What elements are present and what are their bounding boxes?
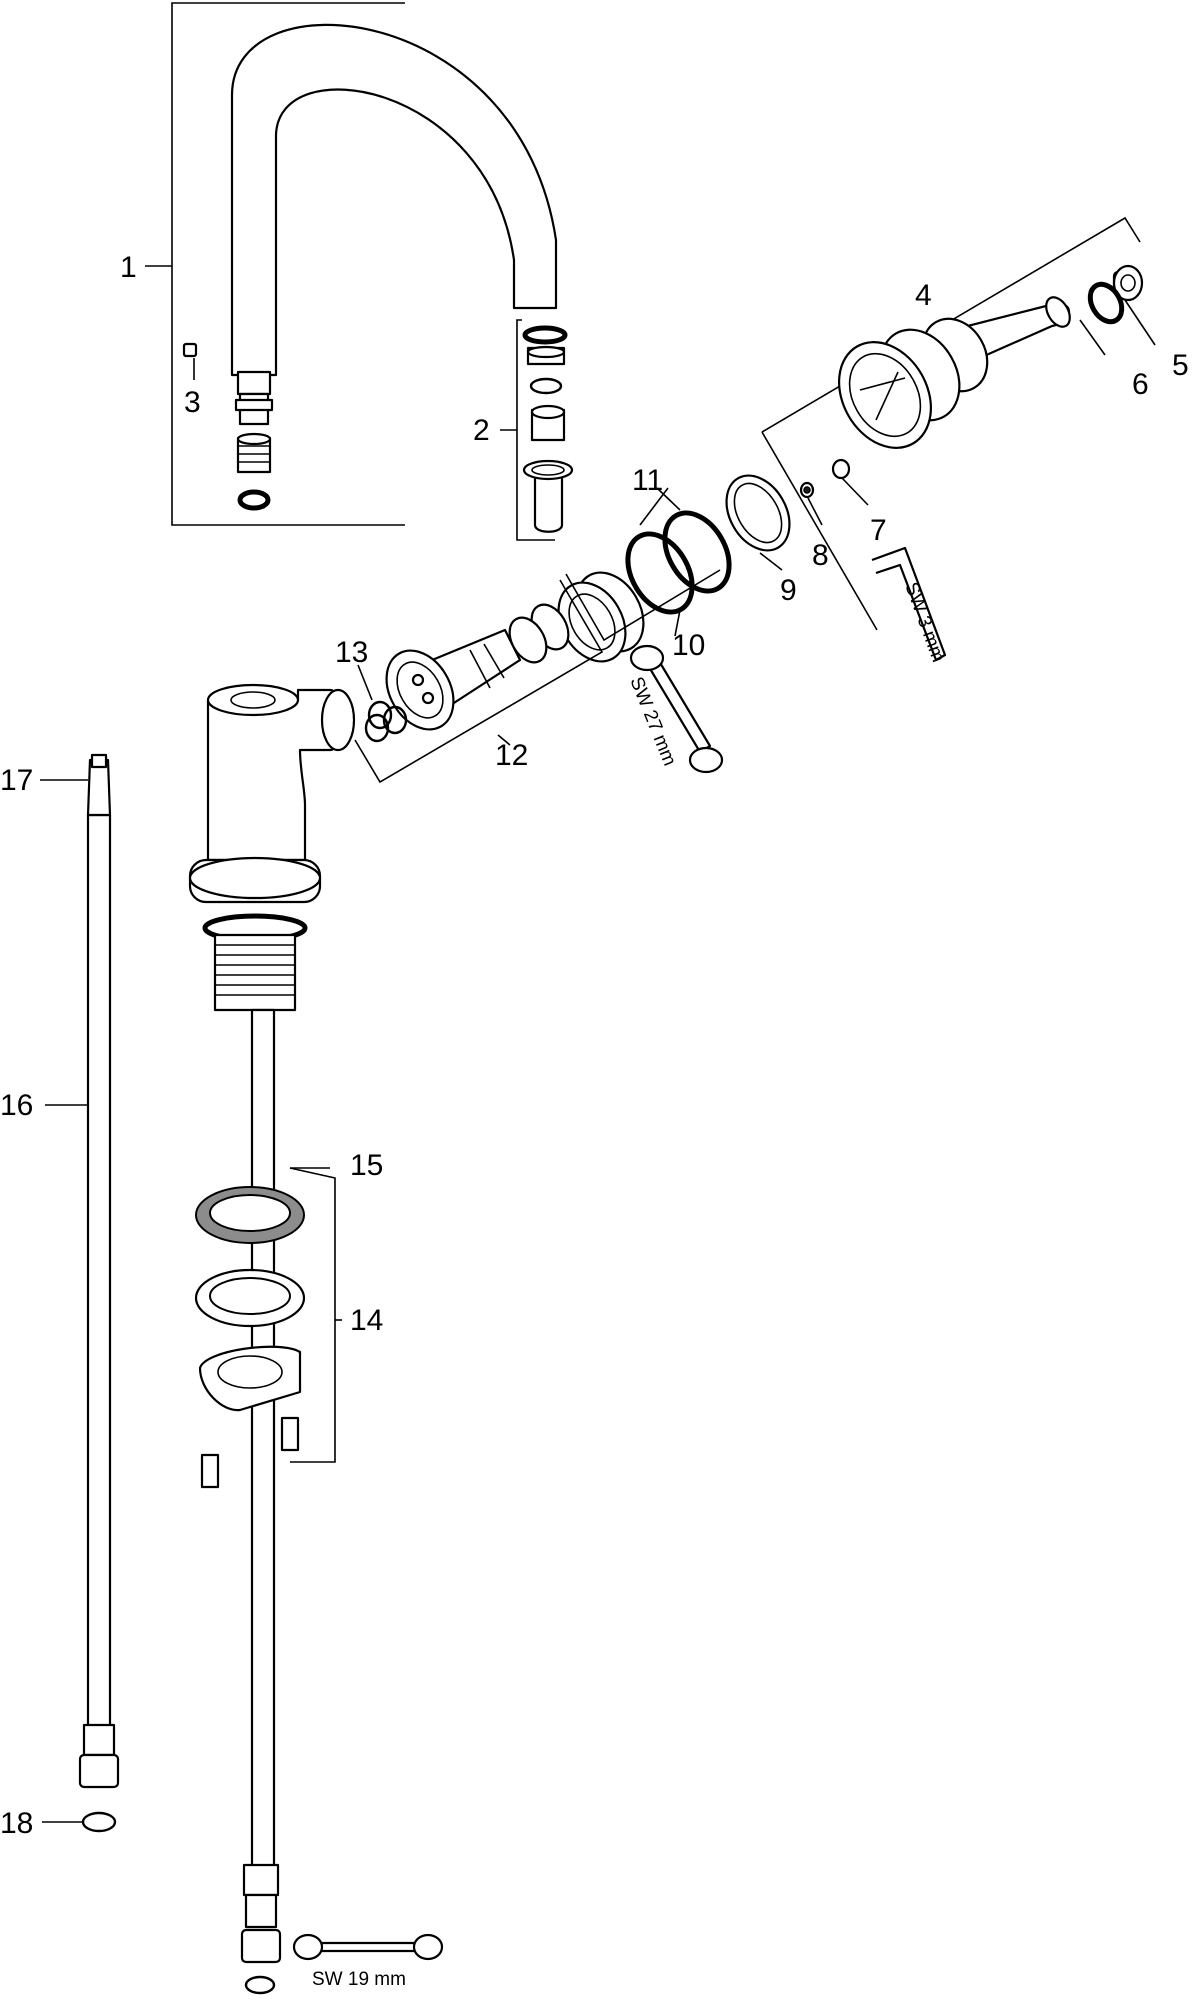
callout-15: 15	[350, 1149, 383, 1182]
group-bracket-12	[354, 579, 604, 784]
callout-11: 11	[632, 464, 663, 497]
callout-3: 3	[184, 386, 201, 419]
tool-label-spanner-19: SW 19 mm	[312, 1969, 406, 1990]
tool-label-hex-key: SW 3 mm	[900, 580, 948, 666]
part-4-handle	[761, 216, 1144, 631]
tool-spanner-27: SW 27 mm	[625, 644, 724, 774]
callout-5: 5	[1172, 349, 1189, 382]
callout-18: 18	[0, 1807, 33, 1840]
part-1-spout	[171, 2, 558, 526]
callout-labels: 1 2 3 4 5 6 7 8 9 10 11 12 13 14 15 16 1…	[0, 251, 1189, 1840]
callout-1: 1	[120, 251, 137, 284]
tool-spanner-19: SW 19 mm	[292, 1933, 444, 1990]
callout-12: 12	[495, 739, 528, 772]
callout-17: 17	[0, 764, 33, 797]
part-mixer-body	[188, 683, 356, 1012]
callout-14: 14	[350, 1304, 383, 1337]
callout-9: 9	[780, 574, 797, 607]
tool-hex-key: SW 3 mm	[871, 546, 949, 666]
callout-7: 7	[870, 514, 887, 547]
callout-6: 6	[1132, 368, 1149, 401]
group-bracket-10	[565, 569, 721, 642]
part-12-13-cartridge	[354, 579, 604, 784]
callout-4: 4	[915, 279, 932, 312]
callout-8: 8	[812, 539, 829, 572]
callout-2: 2	[473, 414, 490, 447]
callout-13: 13	[335, 636, 368, 669]
callout-10: 10	[672, 629, 705, 662]
callout-16: 16	[0, 1089, 33, 1122]
part-9-10-11-retaining	[557, 474, 791, 663]
leader-lines	[40, 265, 1156, 1823]
part-2-aerator	[516, 319, 574, 541]
group-bracket-1	[171, 2, 405, 526]
